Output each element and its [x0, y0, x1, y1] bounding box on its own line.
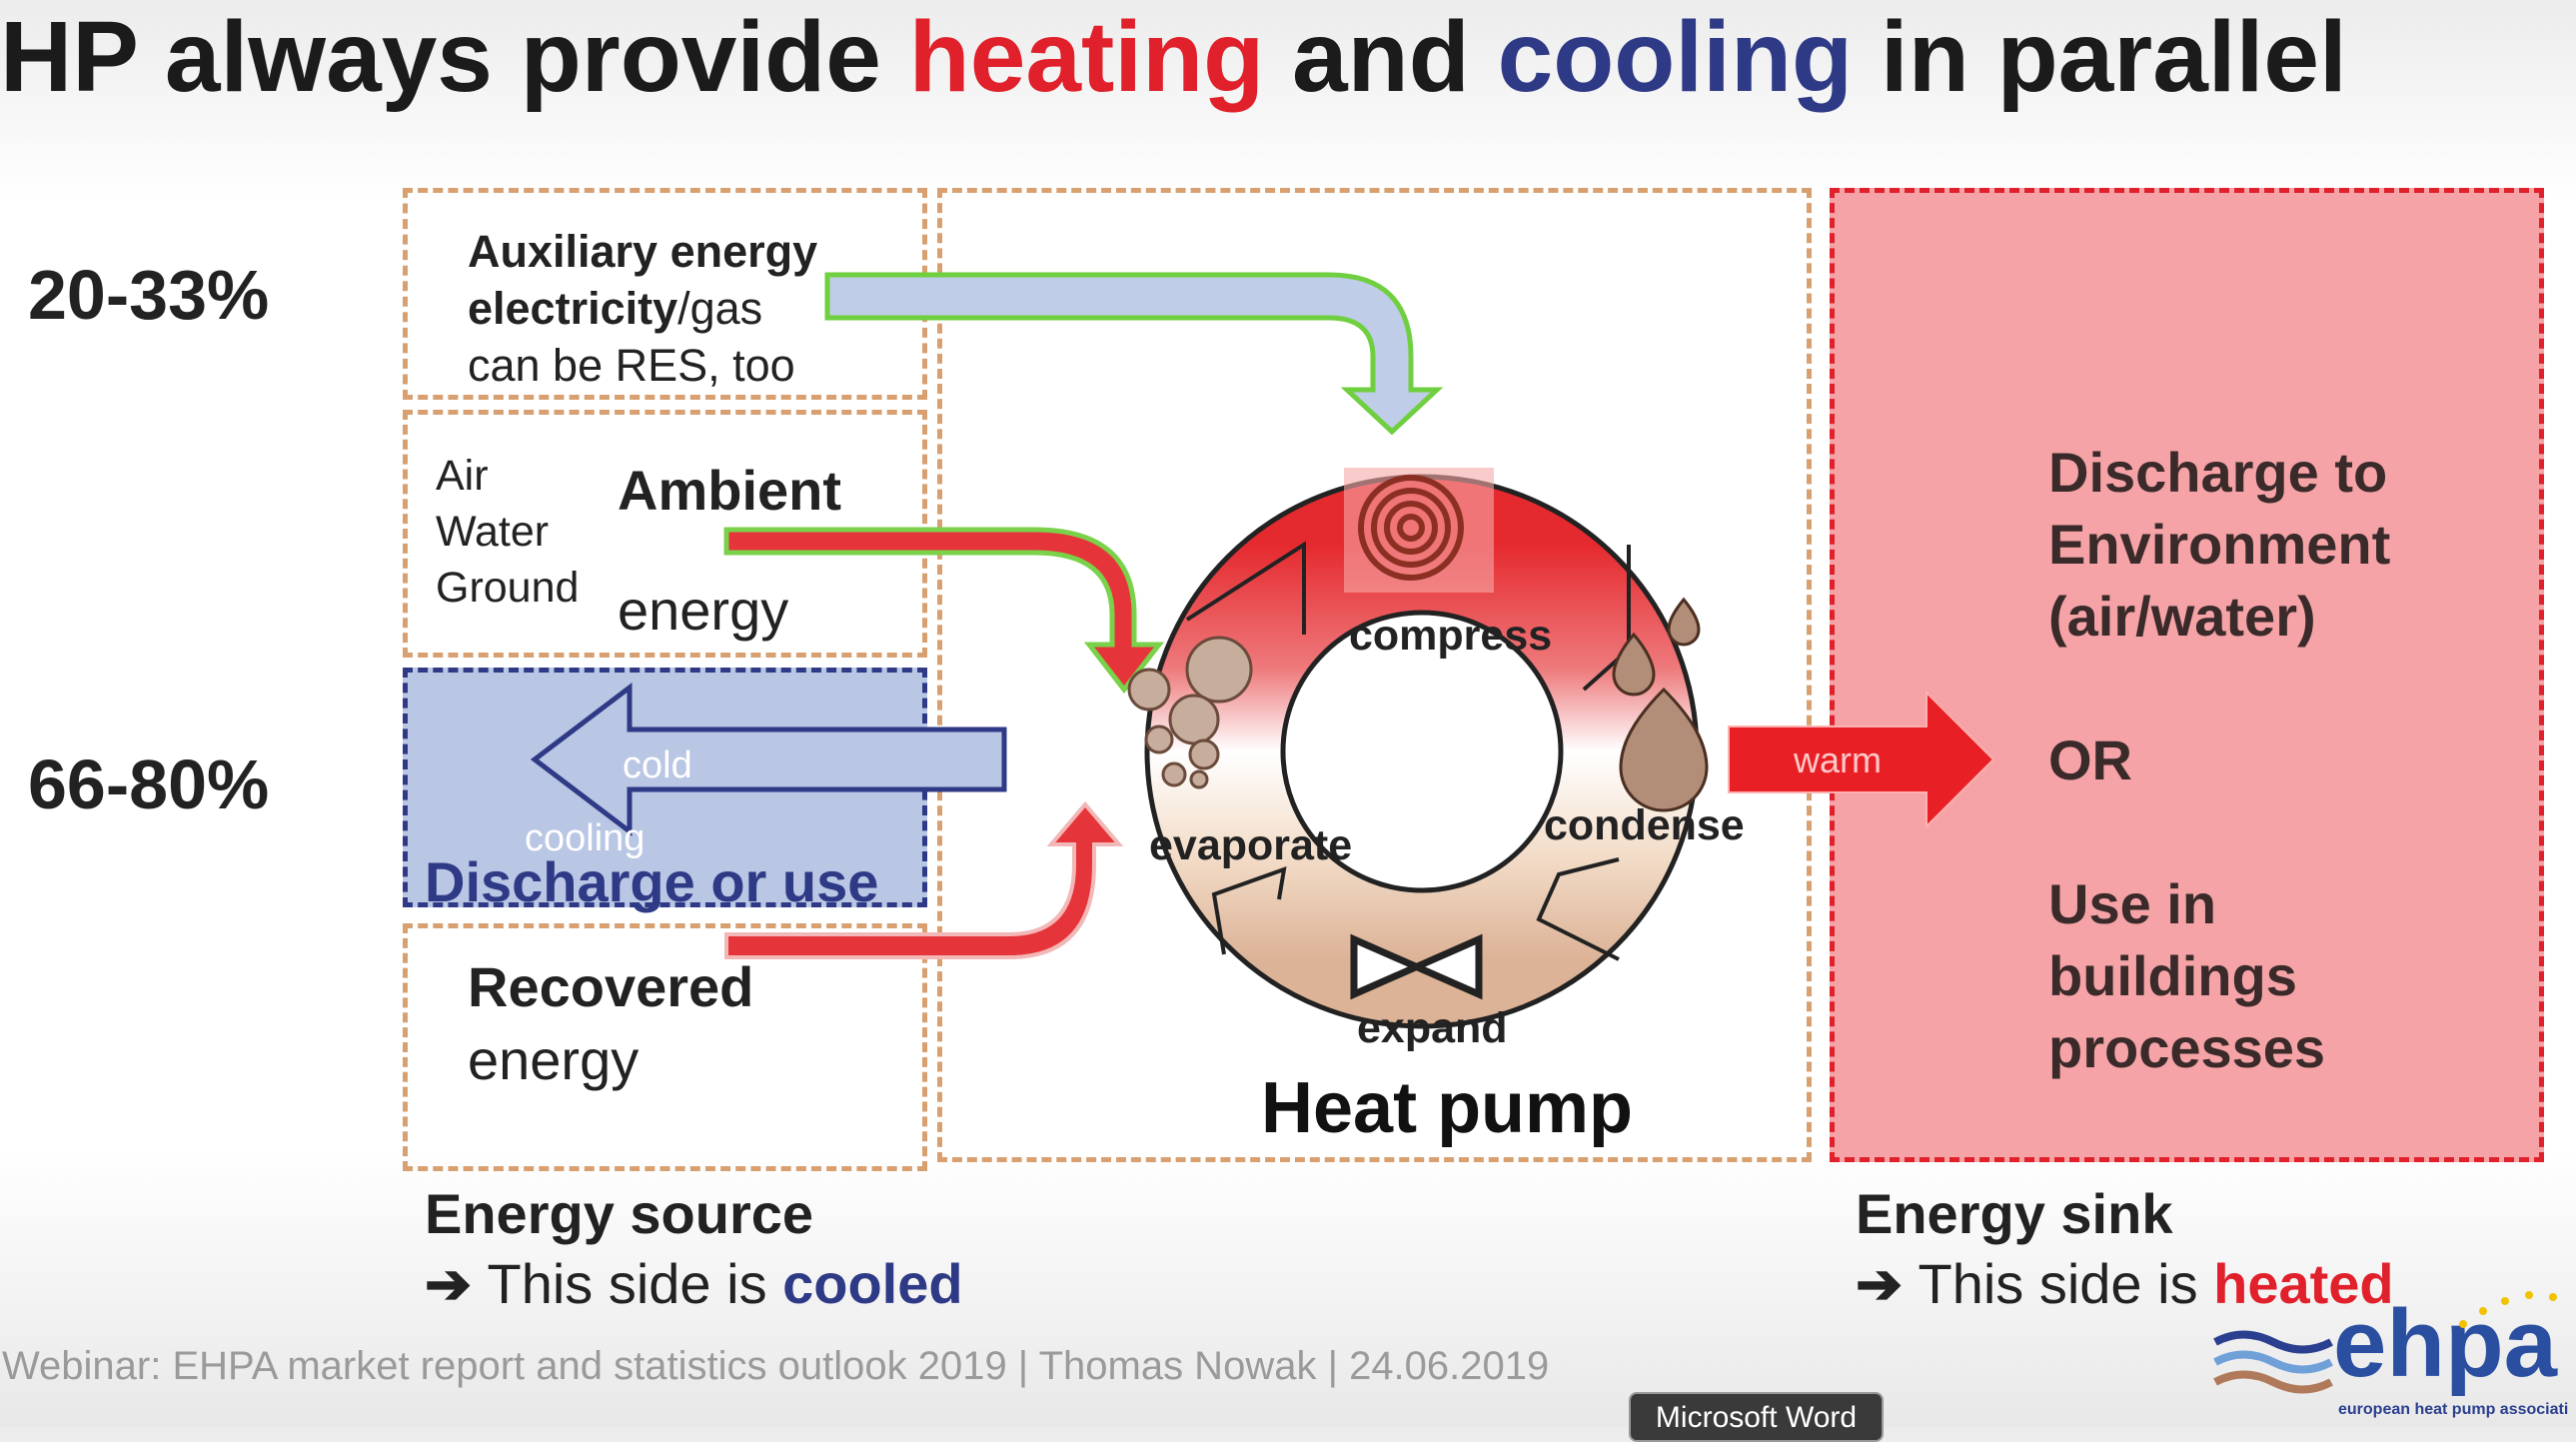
sink-discharge-line1: Discharge to	[2048, 441, 2388, 504]
ambient-source-air: Air	[436, 452, 489, 500]
recovered-sub: energy	[468, 1028, 640, 1091]
percentage-bottom: 66-80%	[28, 745, 270, 823]
recovered-title: Recovered	[468, 955, 754, 1018]
title-heating: heating	[908, 1, 1265, 113]
condense-label: condense	[1544, 801, 1745, 849]
arrow-right-icon: ➔	[425, 1252, 488, 1315]
expand-label: expand	[1357, 1004, 1508, 1052]
auxiliary-energy-label: Auxiliary energy	[468, 226, 818, 277]
ehpa-stars-icon	[2459, 1291, 2557, 1328]
title-cooling: cooling	[1497, 1, 1854, 113]
heat-pump-title: Heat pump	[1261, 1068, 1634, 1148]
warm-label: warm	[1794, 739, 1882, 780]
sink-use-line1: Use in	[2048, 872, 2217, 935]
energy-source-caption: ➔ This side is cooled	[425, 1252, 963, 1315]
arrow-right-icon: ➔	[1856, 1252, 1919, 1315]
energy-sink-caption: ➔ This side is heated	[1856, 1252, 2394, 1315]
sink-use-line2: buildings	[2048, 944, 2297, 1007]
ehpa-waves-icon	[2213, 1330, 2333, 1394]
slide-title: HP always provide heating and cooling in…	[0, 1, 2347, 113]
heat-pump-box	[937, 188, 1812, 1162]
sink-discharge-line2: Environment	[2048, 513, 2391, 576]
microsoft-word-taskbar-tooltip[interactable]: Microsoft Word	[1629, 1392, 1884, 1442]
auxiliary-energy-arrow	[824, 272, 1444, 436]
evaporation-bubbles-icon	[1127, 636, 1253, 789]
ambient-source-ground: Ground	[436, 564, 580, 612]
energy-source-title: Energy source	[425, 1182, 814, 1245]
evaporate-label: evaporate	[1149, 821, 1353, 869]
sink-or-label: OR	[2048, 728, 2132, 791]
sink-discharge-line3: (air/water)	[2048, 585, 2316, 648]
auxiliary-energy-type-label: electricity/gas	[468, 283, 763, 334]
cooling-label: cooling	[525, 817, 645, 859]
cold-arrow	[530, 682, 1007, 837]
recovered-energy-box	[403, 923, 927, 1171]
auxiliary-res-label: can be RES, too	[468, 340, 795, 391]
ambient-sub: energy	[618, 579, 789, 642]
expansion-valve-icon	[1350, 933, 1483, 1000]
cold-label: cold	[623, 744, 692, 786]
energy-sink-box	[1830, 188, 2544, 1162]
discharge-or-use-label: Discharge or use	[425, 850, 879, 913]
ehpa-logo: ehpa european heat pump association	[2213, 1289, 2573, 1427]
ambient-title: Ambient	[618, 459, 841, 522]
ambient-energy-arrow	[723, 527, 1165, 695]
energy-sink-title: Energy sink	[1856, 1182, 2173, 1245]
compress-label: compress	[1349, 612, 1553, 660]
recovered-energy-arrow	[724, 800, 1124, 959]
sink-use-line3: processes	[2048, 1016, 2326, 1079]
slide-footer: Webinar: EHPA market report and statisti…	[2, 1344, 1550, 1388]
compressor-spiral-icon	[1358, 475, 1464, 581]
ehpa-logo-text: ehpa	[2333, 1290, 2558, 1397]
condensation-drops-icon	[1612, 597, 1709, 812]
percentage-top: 20-33%	[28, 256, 270, 334]
ehpa-logo-subtitle: european heat pump association	[2338, 1401, 2568, 1418]
ambient-source-water: Water	[436, 508, 550, 556]
warm-arrow	[1728, 690, 1995, 829]
